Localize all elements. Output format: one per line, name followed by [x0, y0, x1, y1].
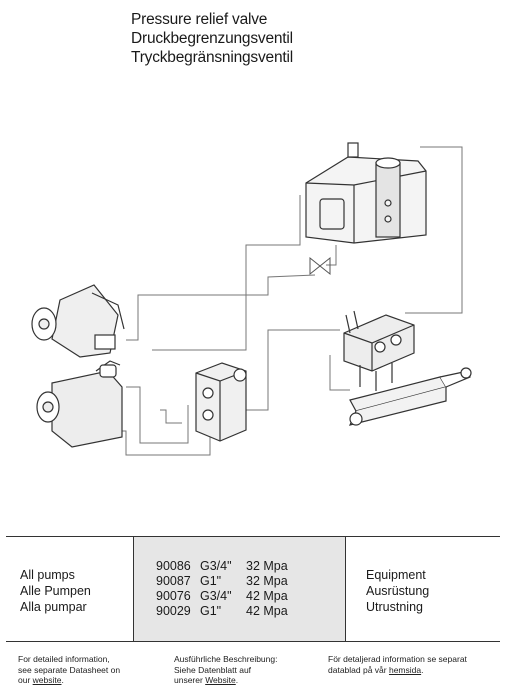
footer-line: För detaljerad information se separat: [328, 654, 503, 665]
part-thread: G3/4": [200, 559, 246, 574]
footer-note-de: Ausführliche Beschreibung: Siehe Datenbl…: [174, 654, 304, 686]
equipment-en: Equipment: [366, 567, 429, 583]
hydraulic-cylinder: [350, 368, 471, 425]
equipment-column: Equipment Ausrüstung Utrustning: [346, 537, 500, 641]
website-link[interactable]: hemsida: [389, 665, 421, 675]
footer-note-en: For detailed information, see separate D…: [18, 654, 148, 686]
website-link[interactable]: Website: [205, 675, 236, 685]
footer-line: see separate Datasheet on: [18, 665, 148, 676]
control-valve: [344, 311, 414, 391]
footer-punct: .: [421, 665, 423, 675]
footer-line: our: [18, 675, 33, 685]
hydraulic-system-illustration: [0, 125, 510, 465]
part-pressure: 42 Mpa: [246, 604, 306, 619]
pump-bottom: [37, 361, 122, 447]
part-number: 90086: [156, 559, 200, 574]
website-link[interactable]: website: [33, 675, 62, 685]
title-en: Pressure relief valve: [131, 10, 293, 29]
footer-line: unserer: [174, 675, 205, 685]
pumps-en: All pumps: [20, 567, 91, 583]
part-number: 90076: [156, 589, 200, 604]
part-number: 90029: [156, 604, 200, 619]
part-thread: G1": [200, 604, 246, 619]
title-sv: Tryckbegränsningsventil: [131, 48, 293, 67]
equipment-sv: Utrustning: [366, 599, 429, 615]
footer-line: For detailed information,: [18, 654, 148, 665]
oil-tank: [306, 143, 426, 243]
footer-line: Siehe Datenblatt auf: [174, 665, 304, 676]
equipment-de: Ausrüstung: [366, 583, 429, 599]
title-de: Druckbegrenzungsventil: [131, 29, 293, 48]
relief-valve: [196, 363, 246, 441]
footer-note-sv: För detaljerad information se separat da…: [328, 654, 503, 675]
footer-line: datablad på vår: [328, 665, 389, 675]
pumps-de: Alle Pumpen: [20, 583, 91, 599]
pumps-sv: Alla pumpar: [20, 599, 91, 615]
part-thread: G1": [200, 574, 246, 589]
part-pressure: 32 Mpa: [246, 559, 306, 574]
part-thread: G3/4": [200, 589, 246, 604]
title-block: Pressure relief valve Druckbegrenzungsve…: [131, 10, 293, 67]
pumps-column: All pumps Alle Pumpen Alla pumpar: [6, 537, 133, 641]
footer-punct: .: [236, 675, 238, 685]
footer-line: Ausführliche Beschreibung:: [174, 654, 304, 665]
part-pressure: 42 Mpa: [246, 589, 306, 604]
pump-top: [32, 285, 124, 357]
part-number: 90087: [156, 574, 200, 589]
footer-punct: .: [61, 675, 63, 685]
part-pressure: 32 Mpa: [246, 574, 306, 589]
